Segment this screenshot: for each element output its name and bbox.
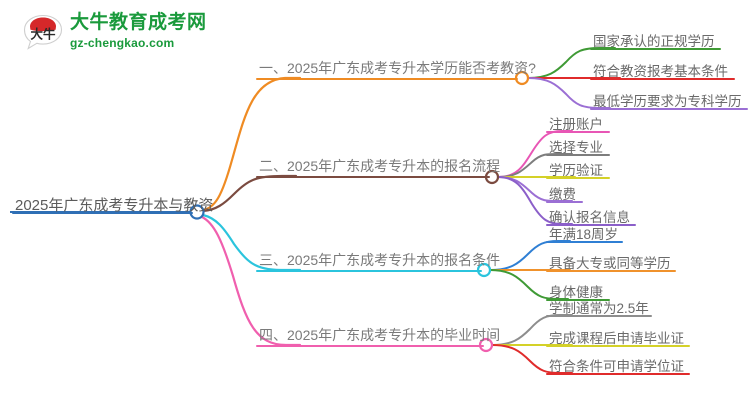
logo-name-cn: 大牛教育成考网 [70, 12, 207, 33]
leaf-node-2-3[interactable]: 学历验证 [546, 159, 606, 181]
leaf-node-4-3-label: 符合条件可申请学位证 [549, 359, 684, 374]
leaf-node-1-2-underline [590, 78, 735, 80]
branch-node-3-label: 三、2025年广东成考专升本的报名条件 [259, 252, 501, 268]
leaf-node-2-4-underline [546, 201, 583, 203]
leaf-node-3-3-label: 身体健康 [549, 285, 603, 300]
leaf-node-4-2[interactable]: 完成课程后申请毕业证 [546, 327, 687, 349]
leaf-node-3-3-underline [546, 299, 610, 301]
leaf-node-4-3[interactable]: 符合条件可申请学位证 [546, 355, 687, 377]
root-node-label: 2025年广东成考专升本与教资 [15, 197, 214, 214]
branch-node-1[interactable]: 一、2025年广东成考专升本学历能否考教资? [256, 58, 539, 80]
leaf-node-1-3-underline [590, 108, 748, 110]
logo-wordmark: 大牛教育成考网 gz-chengkao.com [70, 11, 207, 51]
site-logo: 大牛 大牛教育成考网 gz-chengkao.com [22, 11, 232, 57]
leaf-node-4-2-label: 完成课程后申请毕业证 [549, 331, 684, 346]
leaf-node-2-3-underline [546, 177, 610, 179]
branch-node-4-underline [256, 345, 484, 347]
branch-node-1-underline [256, 78, 518, 80]
leaf-node-1-2-label: 符合教资报考基本条件 [593, 64, 728, 79]
branch-node-2-underline [256, 176, 490, 178]
leaf-node-3-2-underline [546, 270, 676, 272]
speech-bubble-logo-icon: 大牛 [22, 13, 64, 55]
branch-node-3[interactable]: 三、2025年广东成考专升本的报名条件 [256, 250, 503, 272]
logo-name-en: gz-chengkao.com [70, 36, 175, 50]
leaf-node-2-4[interactable]: 缴费 [546, 183, 579, 205]
leaf-node-4-2-underline [546, 345, 690, 347]
leaf-node-2-3-label: 学历验证 [549, 163, 603, 178]
branch-node-2-label: 二、2025年广东成考专升本的报名流程 [259, 158, 501, 174]
leaf-node-3-1[interactable]: 年满18周岁 [546, 223, 621, 245]
leaf-node-2-4-label: 缴费 [549, 187, 576, 202]
leaf-node-2-1-underline [546, 131, 610, 133]
leaf-node-3-2[interactable]: 具备大专或同等学历 [546, 252, 674, 274]
leaf-node-2-2-underline [546, 154, 610, 156]
leaf-node-1-1[interactable]: 国家承认的正规学历 [590, 30, 718, 52]
leaf-node-2-2[interactable]: 选择专业 [546, 136, 606, 158]
leaf-node-1-1-label: 国家承认的正规学历 [593, 34, 715, 49]
leaf-node-3-2-label: 具备大专或同等学历 [549, 256, 671, 271]
leaf-node-2-1-label: 注册账户 [549, 117, 603, 132]
branch-node-3-underline [256, 270, 482, 272]
branch-node-4-label: 四、2025年广东成考专升本的毕业时间 [259, 327, 501, 343]
leaf-node-2-2-label: 选择专业 [549, 140, 603, 155]
svg-text:大牛: 大牛 [30, 27, 56, 42]
leaf-node-1-3-label: 最低学历要求为专科学历 [593, 94, 742, 109]
branch-node-4[interactable]: 四、2025年广东成考专升本的毕业时间 [256, 325, 503, 347]
leaf-node-4-1-underline [546, 315, 652, 317]
leaf-node-4-1[interactable]: 学制通常为2.5年 [546, 297, 652, 319]
leaf-node-2-5-label: 确认报名信息 [549, 210, 630, 225]
leaf-node-3-1-underline [546, 241, 623, 243]
leaf-node-3-3[interactable]: 身体健康 [546, 281, 606, 303]
leaf-node-4-1-label: 学制通常为2.5年 [549, 301, 649, 316]
branch-node-1-label: 一、2025年广东成考专升本学历能否考教资? [259, 60, 536, 76]
leaf-node-1-1-underline [590, 48, 721, 50]
leaf-node-3-1-label: 年满18周岁 [549, 227, 619, 242]
root-node[interactable]: 2025年广东成考专升本与教资 [12, 194, 216, 217]
leaf-node-1-3[interactable]: 最低学历要求为专科学历 [590, 90, 745, 112]
leaf-node-2-1[interactable]: 注册账户 [546, 113, 606, 135]
leaf-node-1-2[interactable]: 符合教资报考基本条件 [590, 60, 731, 82]
branch-node-2[interactable]: 二、2025年广东成考专升本的报名流程 [256, 156, 503, 178]
leaf-node-2-5[interactable]: 确认报名信息 [546, 206, 633, 228]
leaf-node-2-5-underline [546, 224, 636, 226]
root-node-underline [12, 212, 193, 214]
leaf-node-4-3-underline [546, 373, 690, 375]
